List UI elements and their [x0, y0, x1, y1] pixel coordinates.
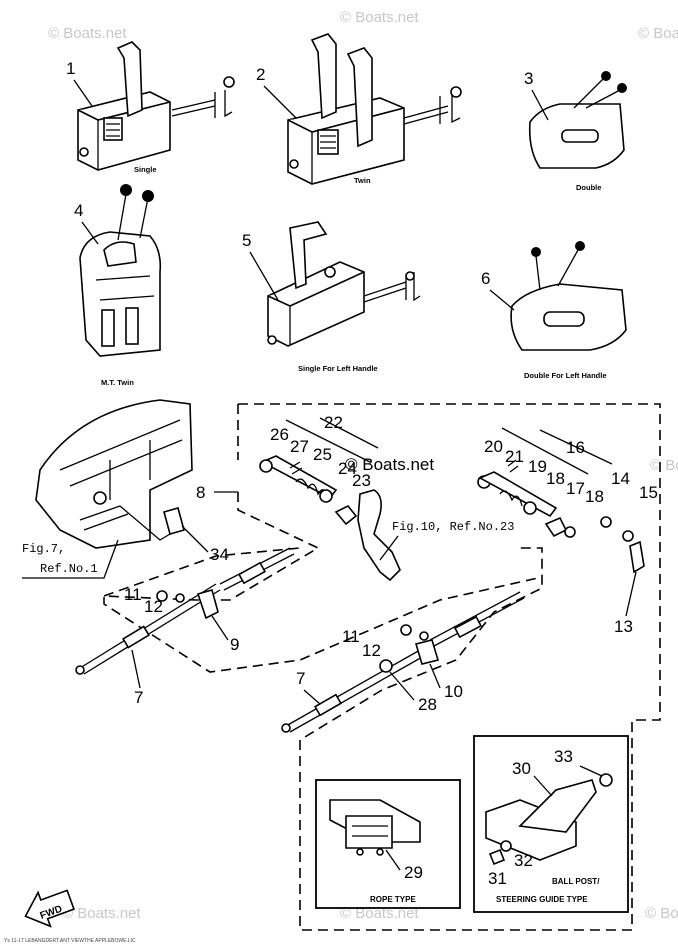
watermark-bottom-left: © Boats.net: [62, 905, 141, 922]
callout-26: 26: [270, 425, 289, 444]
callout-2: 2: [256, 65, 265, 84]
callout-14: 14: [611, 469, 630, 488]
caption-single-left: Single For Left Handle: [298, 364, 378, 373]
callout-8: 8: [196, 483, 205, 502]
caption-twin: Twin: [354, 176, 371, 185]
callout-21: 21: [505, 447, 524, 466]
remote-control-mt-twin: [79, 184, 162, 357]
ball-post-fitting: [485, 773, 613, 866]
watermark-top-left: © Boats.net: [48, 25, 127, 42]
callout-18: 18: [546, 469, 565, 488]
callout-20: 20: [484, 437, 503, 456]
ref-fig7-line1: Fig.7,: [22, 542, 65, 556]
caption-double-left: Double For Left Handle: [524, 371, 607, 380]
callout-31: 31: [488, 869, 507, 888]
callout-7-second: 7: [296, 669, 305, 688]
rope-type-fitting: [329, 799, 421, 856]
hardware-set-right: [477, 459, 645, 574]
callout-22: 22: [324, 413, 343, 432]
callout-34: 34: [210, 545, 229, 564]
callout-17: 17: [566, 479, 585, 498]
watermark-top-center: © Boats.net: [340, 9, 419, 26]
ref-fig10: Fig.10, Ref.No.23: [392, 520, 514, 534]
remote-control-twin: [287, 33, 462, 185]
callout-1: 1: [66, 59, 75, 78]
remote-control-single-left: [267, 221, 421, 347]
callout-13: 13: [614, 617, 633, 636]
callout-16: 16: [566, 438, 585, 457]
callout-6: 6: [481, 269, 490, 288]
callout-23: 23: [352, 471, 371, 490]
rope-type-box: [315, 779, 461, 909]
callout-24: 24: [338, 459, 357, 478]
callout-25: 25: [313, 445, 332, 464]
callout-30: 30: [512, 759, 531, 778]
ref-fig7-line2: Ref.No.1: [40, 562, 98, 576]
callout-5: 5: [242, 231, 251, 250]
callout-3: 3: [524, 69, 533, 88]
part-34: [119, 505, 185, 541]
callout-33: 33: [554, 747, 573, 766]
watermark-mid-right: © Boats.net: [650, 457, 678, 474]
callout-29: 29: [404, 863, 423, 882]
hardware-set-left: [259, 455, 401, 582]
remote-control-double-left: [510, 241, 627, 351]
watermark-center: © Boats.net: [345, 455, 434, 474]
callout-12: 12: [144, 597, 163, 616]
callout-15: 15: [639, 483, 658, 502]
callout-4: 4: [74, 201, 83, 220]
callout-18-second: 18: [585, 487, 604, 506]
caption-ball-post-line2: STEERING GUIDE TYPE: [496, 895, 588, 904]
caption-ball-post-line1: BALL POST/: [552, 877, 600, 886]
callout-19: 19: [528, 457, 547, 476]
callout-27: 27: [290, 437, 309, 456]
caption-single: Single: [134, 165, 157, 174]
dashed-group-outline: [103, 403, 661, 931]
ball-post-box: [473, 735, 629, 913]
callout-9: 9: [230, 635, 239, 654]
caption-mt-twin: M.T. Twin: [101, 378, 134, 387]
callout-32: 32: [514, 851, 533, 870]
remote-control-double: [528, 71, 627, 169]
callout-28: 28: [418, 695, 437, 714]
callout-11: 11: [124, 585, 142, 604]
caption-double: Double: [576, 183, 601, 192]
cable-left: [75, 547, 295, 675]
callout-11-second: 11: [342, 627, 360, 646]
callout-12-second: 12: [362, 641, 381, 660]
caption-rope-type: ROPE TYPE: [370, 895, 416, 904]
outboard-bracket: [35, 399, 193, 549]
callout-10: 10: [444, 682, 463, 701]
watermark-top-right: © Boats.net: [638, 25, 678, 42]
watermark-bottom-center: © Boats.net: [340, 905, 419, 922]
callout-7: 7: [134, 688, 143, 707]
remote-control-single: [77, 41, 235, 171]
footer-print: Ys 11-1T LEBANGDERT.ANT VIEWTHE APPLEBOW…: [4, 938, 136, 944]
watermark-bottom-right: © Boats.net: [645, 905, 678, 922]
cable-right: [281, 591, 525, 733]
fwd-arrow-icon: [24, 889, 75, 928]
